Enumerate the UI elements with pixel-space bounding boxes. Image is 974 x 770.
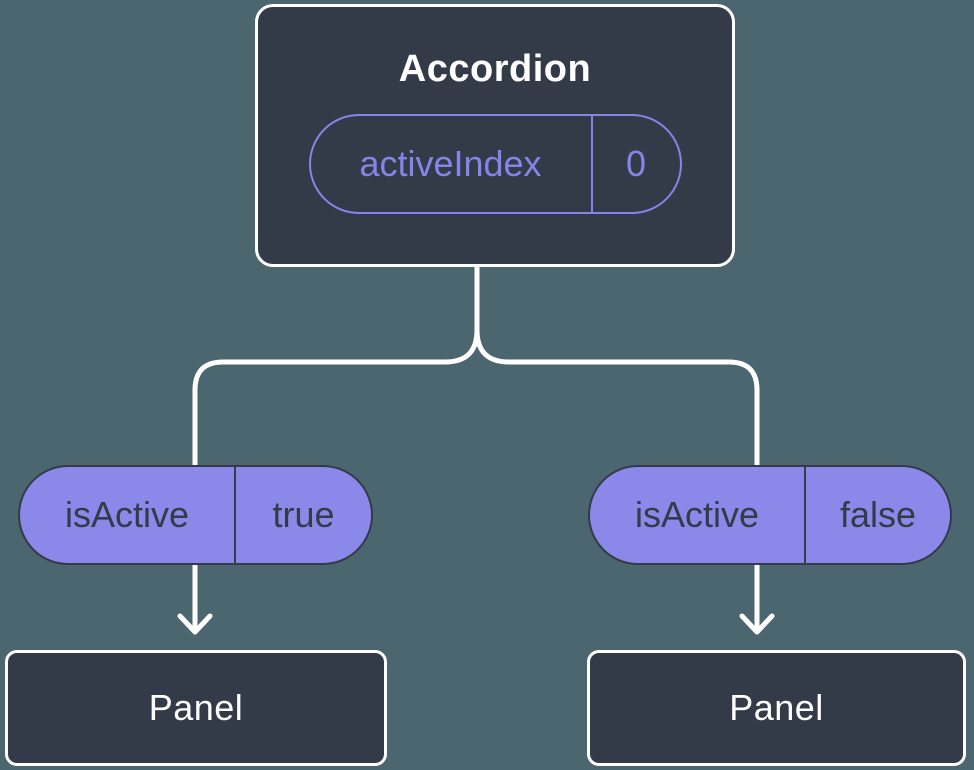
prop-pill-left: isActive true: [18, 465, 373, 565]
panel-node-left: Panel: [5, 650, 387, 766]
prop-pill-right: isActive false: [588, 465, 952, 565]
prop-pill-left-label: isActive: [64, 494, 190, 535]
connector-branch-left: [192, 263, 480, 634]
state-pill-label: activeIndex: [359, 142, 542, 184]
panel-node-left-title: Panel: [148, 687, 244, 728]
arrowhead-down-icon: [177, 613, 213, 635]
panel-node-right: Panel: [587, 650, 966, 766]
accordion-node-title: Accordion: [398, 48, 592, 90]
arrowhead-down-icon: [739, 613, 775, 635]
state-pill-value: 0: [590, 115, 680, 212]
panel-node-right-title: Panel: [729, 687, 824, 728]
state-pill: activeIndex 0: [308, 113, 682, 214]
prop-pill-right-value: false: [804, 467, 950, 563]
prop-pill-right-label: isActive: [634, 494, 760, 535]
prop-pill-left-value: true: [234, 467, 371, 563]
connector-branch-right: [474, 263, 760, 634]
accordion-node: Accordion activeIndex 0: [255, 4, 735, 267]
